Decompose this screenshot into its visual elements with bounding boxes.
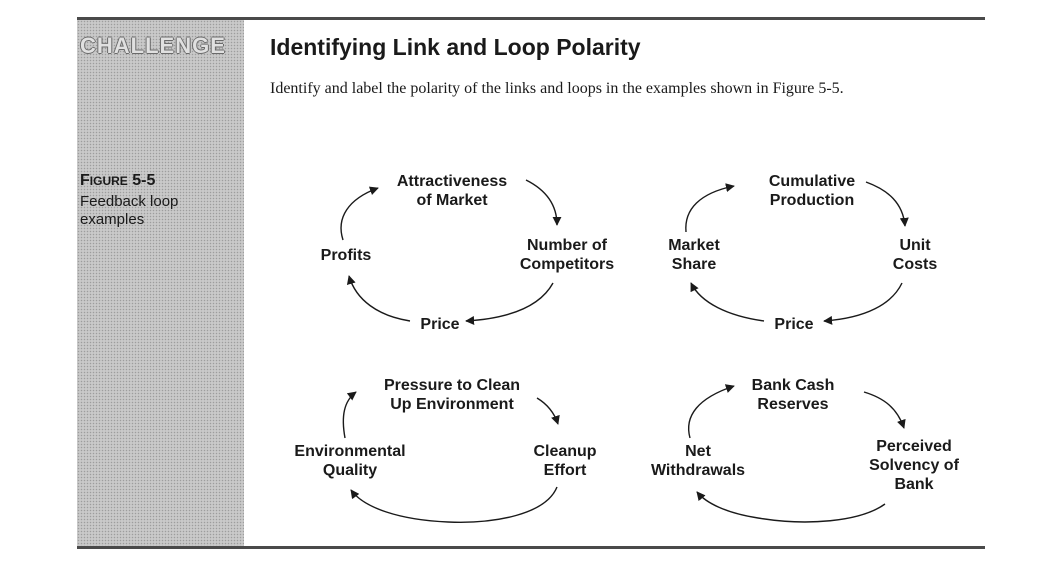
loop-2-link-unit-costs-price [823,282,903,325]
top-rule [77,17,985,20]
sidebar-panel [77,20,244,546]
loop-3-link-quality-pressure [342,391,357,439]
figure-caption: Feedback loop examples [80,193,179,228]
loop-1-link-attractiveness-competitors [525,179,562,226]
figure-label-number: 5-5 [127,172,156,189]
loop-4-link-reserves-solvency [863,391,906,429]
figure-label-prefix: F [80,172,90,189]
loop-1-node-price: Price [420,316,459,333]
figure-label-smallcaps: IGURE [89,174,128,188]
loop-1-link-profits-attractiveness [340,186,379,241]
loop-2-link-cumulative-unit-costs [865,181,909,227]
loop-4-link-solvency-withdrawals [696,491,886,523]
section-title: Identifying Link and Loop Polarity [270,34,641,60]
loop-2-link-price-market-share [690,282,765,322]
loop-2-link-market-share-cumulative [685,183,735,233]
challenge-heading: CHALLENGE [80,33,226,58]
loop-3-link-effort-quality [350,486,558,523]
loop-1-link-price-profits [346,275,411,322]
loop-1-node-profits: Profits [321,247,372,264]
loop-1-link-competitors-price [465,282,554,326]
instructions-text: Identify and label the polarity of the l… [270,80,844,97]
figure-label: FIGURE 5-5 [80,172,155,190]
loop-3-link-pressure-effort [536,397,560,425]
bottom-rule [77,546,985,549]
loop-4-link-withdrawals-reserves [688,384,735,439]
loop-2-node-price: Price [774,316,813,333]
